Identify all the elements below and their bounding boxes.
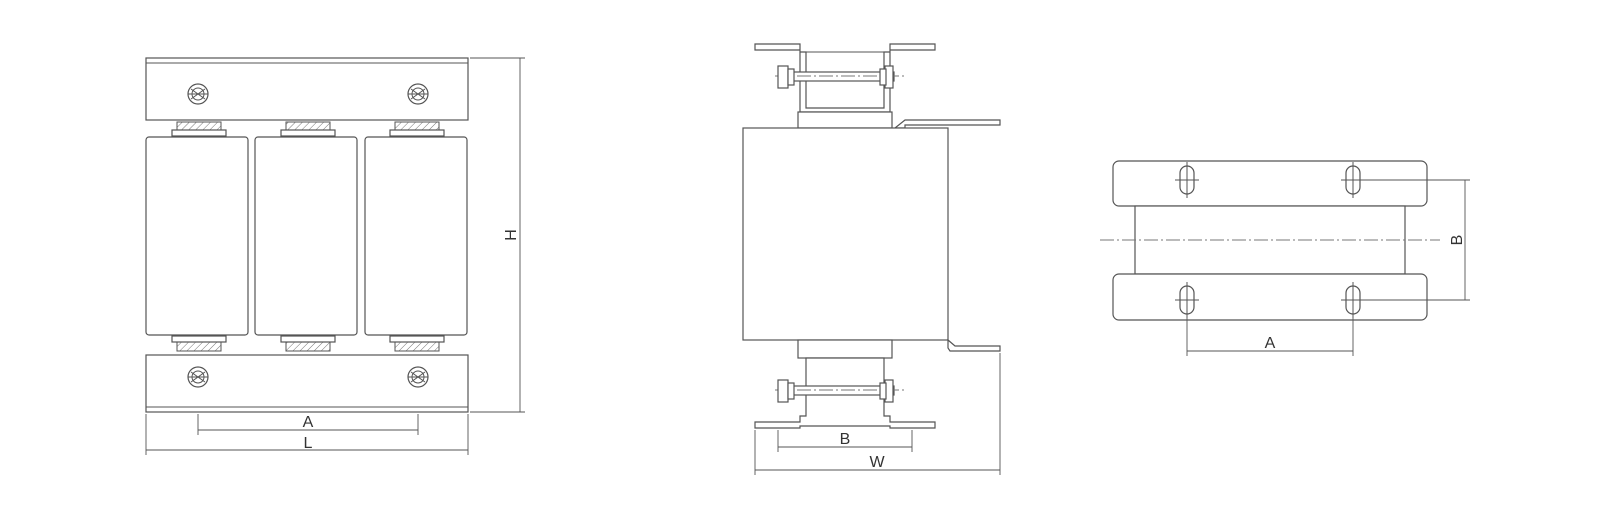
bottom-view: B A — [1100, 160, 1470, 356]
dimension-a-bottom: A — [1186, 314, 1354, 356]
top-terminal — [893, 119, 1001, 129]
top-neck — [797, 111, 893, 129]
upper-plate — [1112, 160, 1428, 207]
lower-plate — [1112, 273, 1428, 321]
dim-a-label: A — [303, 414, 314, 431]
coil-left — [145, 136, 249, 336]
dimension-b-side: B — [777, 430, 913, 452]
dim-a-bottom-label: A — [1265, 335, 1276, 352]
dimension-l-front: L — [145, 414, 469, 455]
bottom-terminal — [947, 338, 1001, 352]
bolt-head-top-right — [407, 83, 429, 105]
dimension-a-front: A — [197, 414, 419, 435]
side-view: B W — [742, 43, 1001, 475]
bottom-bracket — [754, 357, 936, 429]
bottom-neck — [797, 339, 893, 359]
top-spacers — [171, 121, 445, 137]
mounting-slots — [1175, 162, 1365, 318]
front-view: A L H — [145, 57, 525, 455]
top-bracket — [754, 43, 936, 113]
dim-h-label: H — [503, 229, 520, 241]
dim-l-label: L — [304, 435, 313, 452]
side-body — [742, 127, 949, 341]
dim-w-label: W — [869, 454, 885, 471]
coil-right — [364, 136, 468, 336]
dimension-b-bottom: B — [1362, 179, 1470, 301]
dim-b-bottom-label: B — [1449, 235, 1466, 246]
dimension-h-front: H — [470, 57, 525, 413]
dim-b-label: B — [840, 431, 851, 448]
bolt-head-bottom-left — [187, 366, 209, 388]
coil-center — [254, 136, 358, 336]
bottom-spacers — [171, 335, 445, 352]
bolt-head-bottom-right — [407, 366, 429, 388]
bolt-head-top-left — [187, 83, 209, 105]
dimension-w-side: W — [754, 353, 1001, 475]
